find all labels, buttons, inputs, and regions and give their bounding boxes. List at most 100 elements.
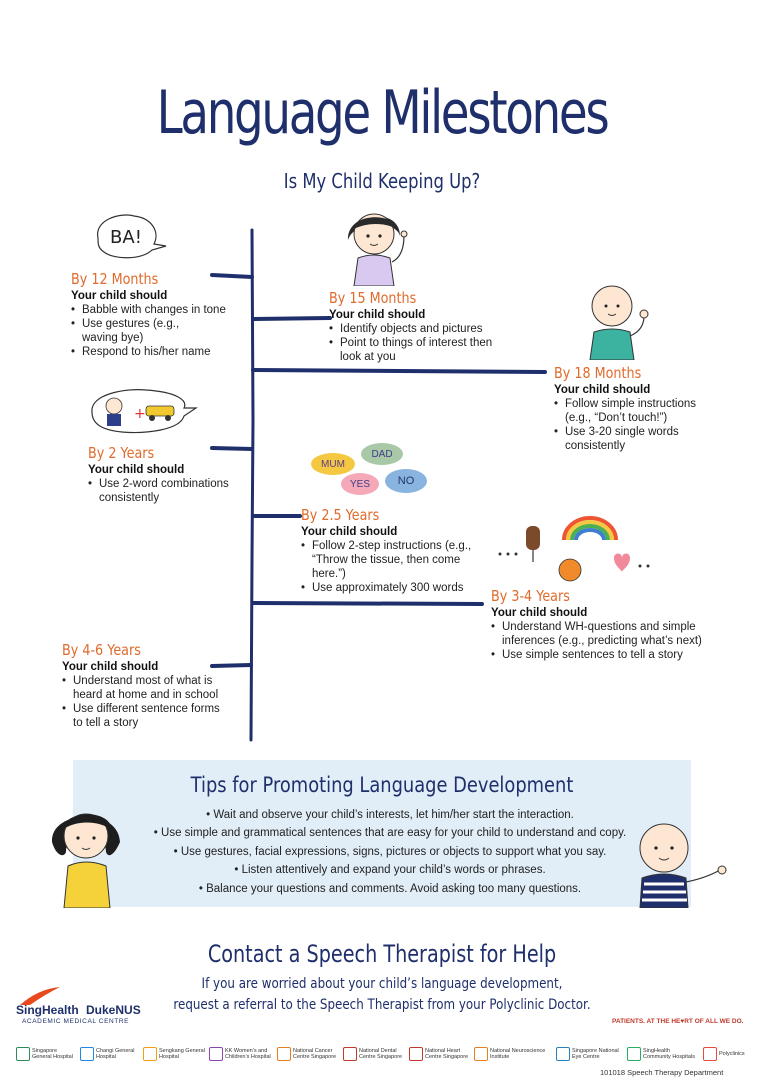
institution-icon bbox=[16, 1047, 30, 1061]
milestone-2-5-years: By 2.5 Years Your child should Follow 2-… bbox=[301, 506, 481, 595]
tip-item: Use gestures, facial expressions, signs,… bbox=[90, 843, 690, 861]
tip-item: Use simple and grammatical sentences tha… bbox=[80, 824, 700, 842]
milestone-item: Understand WH-questions and simple infer… bbox=[491, 620, 721, 648]
institution-icon bbox=[209, 1047, 223, 1061]
milestone-18-months: By 18 Months Your child should Follow si… bbox=[554, 364, 724, 453]
footer-logo-polyclinics: Polyclinics bbox=[703, 1046, 759, 1062]
mum-bubble-icon bbox=[311, 453, 355, 475]
footer-logo-snec: Singapore National Eye Centre bbox=[556, 1046, 622, 1062]
milestone-item: Identify objects and pictures bbox=[329, 322, 504, 336]
plus-icon: + bbox=[134, 406, 146, 422]
footer-logo-nhcs: National Heart Centre Singapore bbox=[409, 1046, 469, 1062]
milestone-sub: Your child should bbox=[71, 290, 168, 302]
milestone-item: Respond to his/her name bbox=[71, 345, 251, 359]
milestone-item: Use 2-word combinations consistently bbox=[88, 477, 244, 505]
footer-logo-cgh: Changi General Hospital bbox=[80, 1046, 138, 1062]
page-subtitle: Is My Child Keeping Up? bbox=[283, 169, 481, 193]
boy-plus-car-bubble-illustration: + bbox=[91, 389, 198, 434]
milestone-3-4-years: By 3-4 Years Your child should Understan… bbox=[491, 587, 721, 662]
milestone-sub: Your child should bbox=[491, 607, 588, 619]
yes-bubble-icon bbox=[341, 473, 379, 495]
dukenus-text: DukeNUS bbox=[86, 1003, 141, 1017]
institution-icon bbox=[474, 1047, 488, 1061]
milestone-item: Use approximately 300 words bbox=[301, 581, 481, 595]
contact-line-2: request a referral to the Speech Therapi… bbox=[173, 997, 591, 1013]
milestone-item: Use simple sentences to tell a story bbox=[491, 648, 721, 662]
speech-words-cluster: MUM DAD YES NO bbox=[310, 442, 435, 496]
tips-title: Tips for Promoting Language Development bbox=[190, 773, 574, 797]
milestone-item: Babble with changes in tone bbox=[71, 303, 251, 317]
milestone-item: Use 3-20 single words consistently bbox=[554, 425, 695, 453]
tip-item: Wait and observe your child’s interests,… bbox=[120, 806, 660, 824]
footer-logo-sgh: Singapore General Hospital bbox=[16, 1046, 76, 1062]
page-title: Language Milestones bbox=[156, 78, 610, 148]
milestone-15-months: By 15 Months Your child should Identify … bbox=[329, 289, 504, 364]
tagline: PATIENTS. AT THE HE♥RT OF ALL WE DO. bbox=[612, 1018, 744, 1025]
dad-bubble-icon bbox=[361, 443, 403, 465]
institution-icon bbox=[703, 1047, 717, 1061]
contact-line-1: If you are worried about your child’s la… bbox=[201, 976, 563, 992]
branch-34y bbox=[251, 601, 484, 606]
milestone-heading: By 15 Months bbox=[329, 289, 417, 307]
milestone-heading: By 2 Years bbox=[88, 444, 155, 462]
milestone-heading: By 2.5 Years bbox=[301, 506, 380, 524]
swoosh-icon bbox=[20, 987, 60, 1005]
branch-15m bbox=[251, 316, 332, 321]
contact-title: Contact a Speech Therapist for Help bbox=[207, 940, 557, 968]
institution-icon bbox=[143, 1047, 157, 1061]
milestone-2-years: By 2 Years Your child should Use 2-word … bbox=[88, 444, 253, 505]
milestone-item: Understand most of what is heard at home… bbox=[62, 674, 237, 702]
milestone-4-6-years: By 4-6 Years Your child should Understan… bbox=[62, 641, 237, 730]
milestone-sub: Your child should bbox=[301, 526, 398, 538]
footer-logo-shch: SingHealth Community Hospitals bbox=[627, 1046, 699, 1062]
milestone-sub: Your child should bbox=[88, 464, 185, 476]
footer-logo-kkh: KK Women’s and Children’s Hospital bbox=[209, 1046, 273, 1062]
branch-2y bbox=[210, 446, 254, 451]
milestone-item: Follow simple instructions (e.g., “Don’t… bbox=[554, 397, 715, 425]
amc-text: ACADEMIC MEDICAL CENTRE bbox=[22, 1018, 130, 1025]
institution-icon bbox=[409, 1047, 423, 1061]
institution-icon bbox=[343, 1047, 357, 1061]
footer-logo-nccs: National Cancer Centre Singapore bbox=[277, 1046, 339, 1062]
ba-bubble-illustration: BA! bbox=[97, 214, 167, 259]
branch-12m bbox=[210, 273, 254, 279]
milestone-item: Use different sentence forms to tell a s… bbox=[62, 702, 223, 730]
milestone-sub: Your child should bbox=[554, 384, 651, 396]
branch-18m bbox=[251, 368, 547, 374]
milestone-heading: By 12 Months bbox=[71, 270, 159, 288]
yes-bubble-text: YES bbox=[349, 478, 370, 490]
mum-bubble-text: MUM bbox=[321, 458, 345, 470]
footer-logo-ndcs: National Dental Centre Singapore bbox=[343, 1046, 405, 1062]
timeline-spine bbox=[249, 228, 255, 742]
contact-text: If you are worried about your child’s la… bbox=[57, 974, 706, 1016]
tips-list: Wait and observe your child’s interests,… bbox=[120, 806, 660, 898]
footer-code: 101018 Speech Therapy Department bbox=[600, 1068, 724, 1077]
institution-icon bbox=[556, 1047, 570, 1061]
milestone-item: Point to things of interest then look at… bbox=[329, 336, 504, 364]
footer-logo-nni: National Neuroscience Institute bbox=[474, 1046, 550, 1062]
no-bubble-icon bbox=[385, 469, 427, 493]
milestone-sub: Your child should bbox=[62, 661, 159, 673]
girl-pointing-illustration bbox=[347, 213, 408, 286]
institution-icon bbox=[277, 1047, 291, 1061]
milestone-item: Follow 2-step instructions (e.g., “Throw… bbox=[301, 539, 472, 581]
dad-bubble-text: DAD bbox=[371, 448, 393, 460]
institution-icon bbox=[80, 1047, 94, 1061]
branch-46y bbox=[210, 663, 253, 668]
milestone-sub: Your child should bbox=[329, 309, 426, 321]
boy-waving-illustration bbox=[589, 285, 649, 360]
singhealth-dukenus-logo: SingHealth DukeNUS ACADEMIC MEDICAL CENT… bbox=[16, 985, 141, 1029]
milestone-heading: By 3-4 Years bbox=[491, 587, 570, 605]
singhealth-text: SingHealth bbox=[16, 1003, 79, 1017]
milestone-12-months: By 12 Months Your child should Babble wi… bbox=[71, 270, 251, 359]
tip-item: Balance your questions and comments. Avo… bbox=[120, 880, 660, 898]
timeline bbox=[210, 228, 547, 742]
icecream-rainbow-heart-illustration bbox=[498, 516, 650, 582]
tip-item: Listen attentively and expand your child… bbox=[120, 861, 660, 879]
milestone-heading: By 4-6 Years bbox=[62, 641, 141, 659]
ba-bubble-text: BA! bbox=[110, 227, 142, 248]
institution-icon bbox=[627, 1047, 641, 1061]
milestone-heading: By 18 Months bbox=[554, 364, 642, 382]
footer-logo-skh: Sengkang General Hospital bbox=[143, 1046, 205, 1062]
milestone-item: Use gestures (e.g., waving bye) bbox=[71, 317, 192, 345]
